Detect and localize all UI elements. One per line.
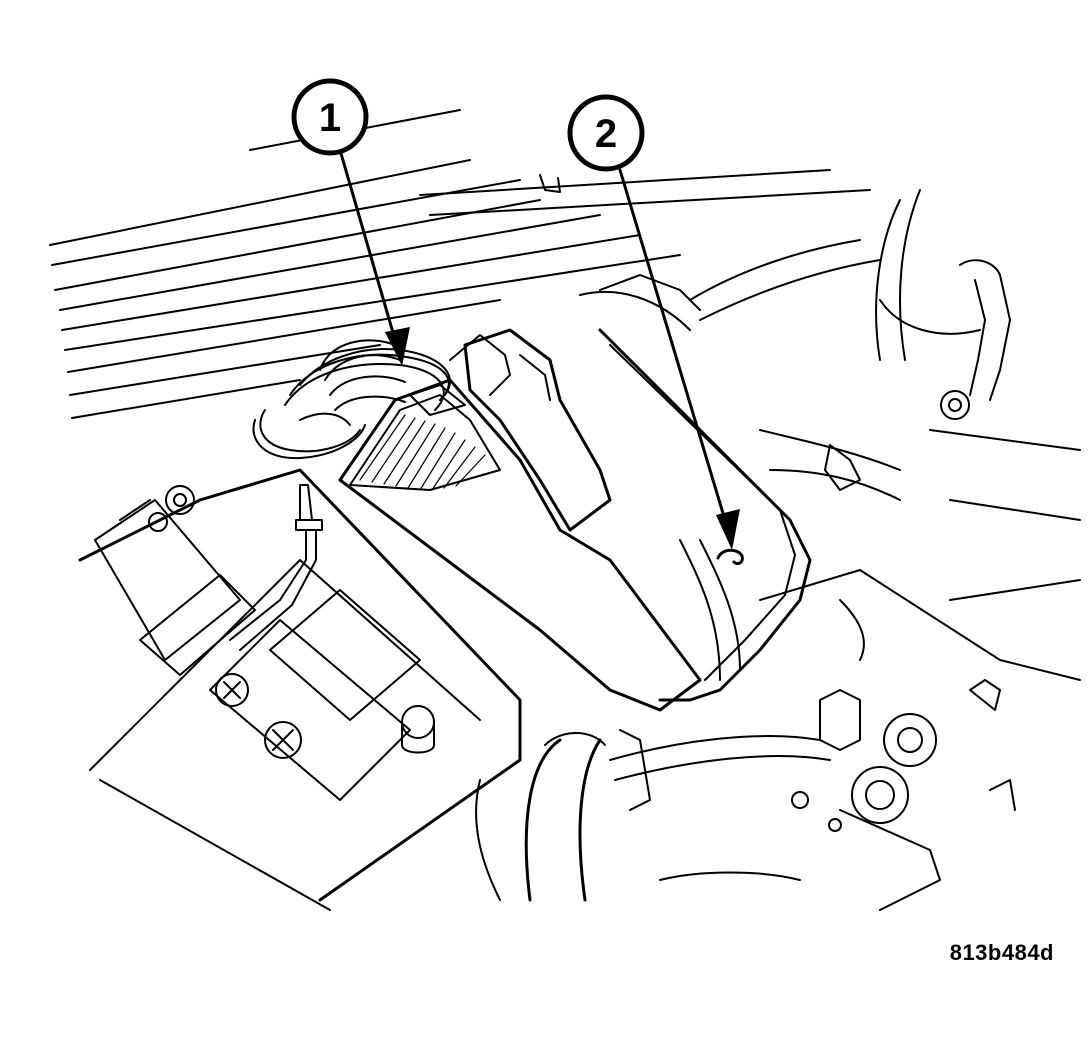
battery <box>78 468 522 911</box>
callout-2: 2 <box>567 94 740 550</box>
wire-harness <box>252 339 451 460</box>
callout-2-label: 2 <box>595 112 617 156</box>
figure-id: 813b484d <box>949 940 1054 965</box>
battery-terminal <box>229 484 323 651</box>
hood-lines <box>49 109 871 419</box>
callout-1-circle <box>291 78 369 156</box>
module <box>338 328 702 712</box>
air-filter-housing <box>579 274 812 702</box>
callout-1: 1 <box>291 78 410 366</box>
callout-1-label: 1 <box>319 96 341 140</box>
upper-right-components <box>689 189 1081 521</box>
mounting-clip <box>716 548 744 566</box>
callout-2-circle <box>567 94 645 172</box>
lower-right-components <box>659 569 1081 911</box>
lower-hoses <box>475 729 831 902</box>
